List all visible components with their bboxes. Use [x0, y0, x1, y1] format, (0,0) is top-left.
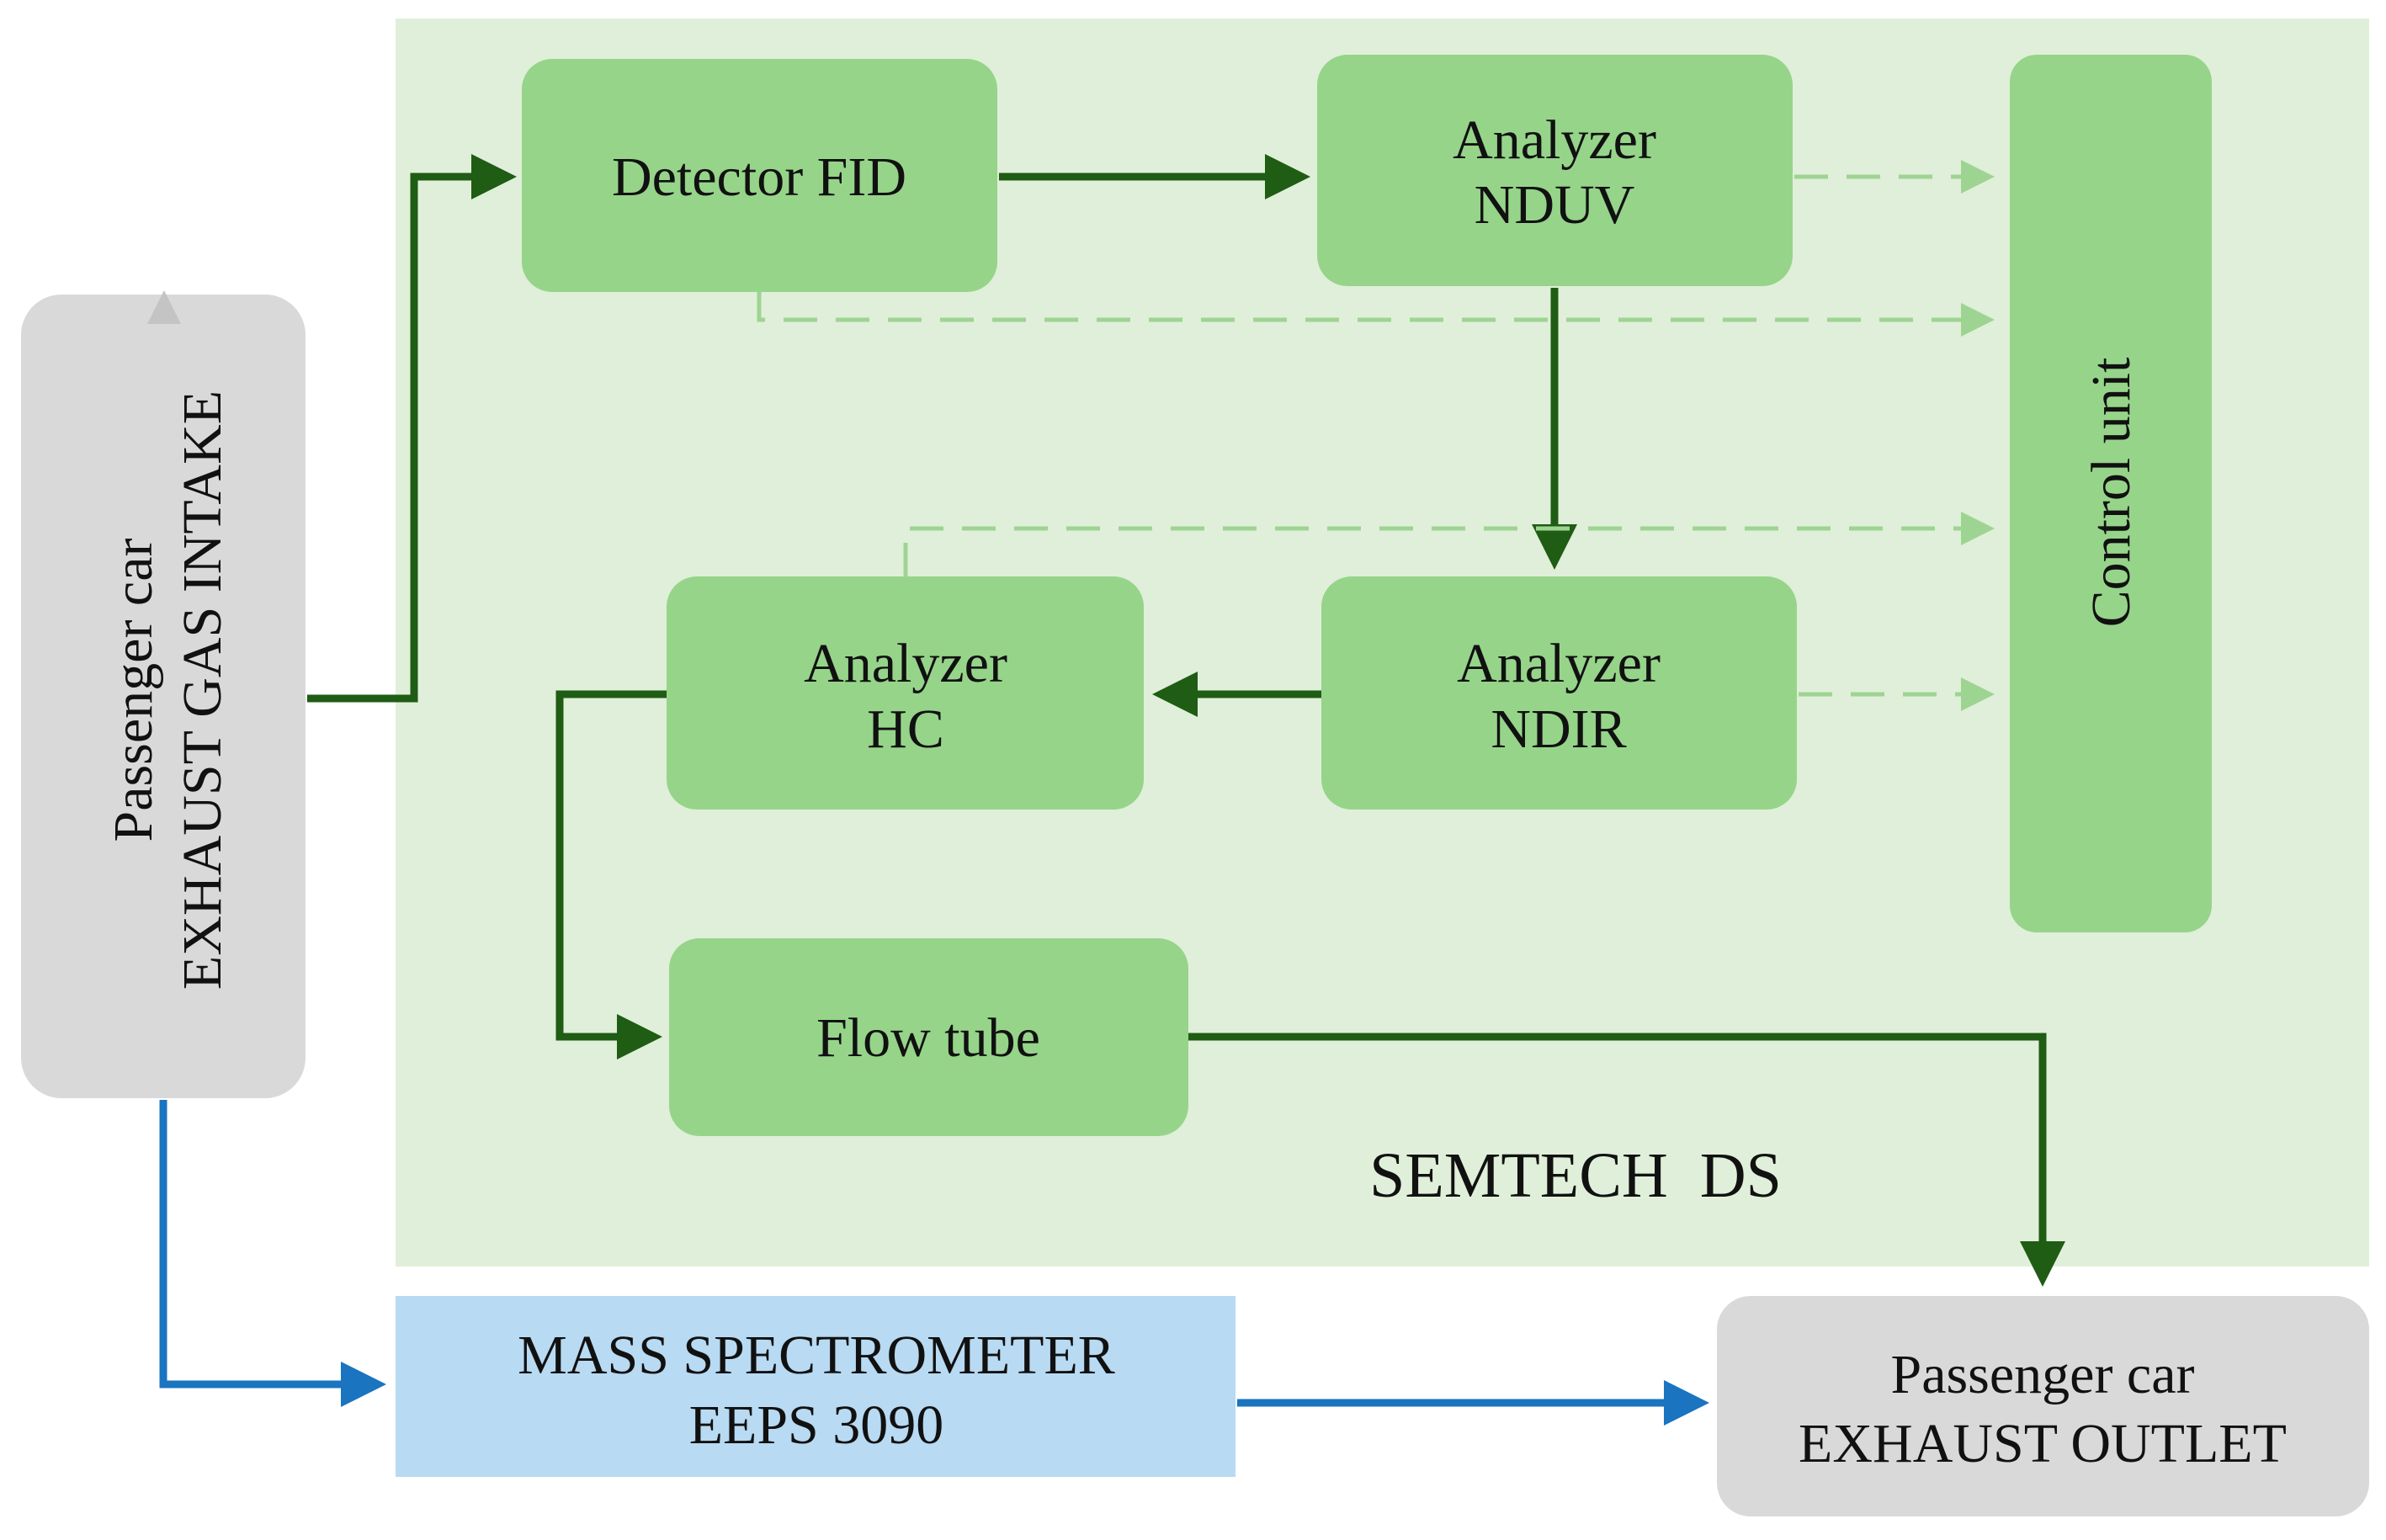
intake-up-arrow-icon — [147, 290, 181, 324]
intake-label-line2: EXHAUST GAS INTAKE — [172, 390, 233, 990]
control-unit-label: Control unit — [2080, 358, 2142, 628]
flow-tube-box[interactable] — [669, 938, 1188, 1136]
arrow-flow-tube-to-outlet — [1188, 1033, 2065, 1287]
control-unit-box[interactable] — [2010, 55, 2212, 932]
arrow-hc-to-flow-tube — [555, 690, 667, 1059]
semtech-region-label: SEMTECH DS — [1369, 1140, 1782, 1211]
analyzer-nduv-label-line2: NDUV — [1475, 174, 1635, 236]
analyzer-nduv-label-line1: Analyzer — [1453, 109, 1656, 171]
outlet-label-line2: EXHAUST OUTLET — [1799, 1413, 2287, 1474]
mass-spectrometer-label-line2: EEPS 3090 — [689, 1394, 944, 1456]
exhaust-outlet-box[interactable] — [1717, 1296, 2369, 1516]
analyzer-nduv-box[interactable] — [1317, 55, 1793, 286]
analyzer-hc-label-line1: Analyzer — [804, 633, 1007, 694]
mass-spectrometer-label-line1: MASS SPECTROMETER — [518, 1325, 1115, 1386]
intake-label-line1: Passenger car — [103, 538, 164, 842]
signal-hc-to-control — [903, 512, 1995, 576]
analyzer-hc-box[interactable] — [667, 576, 1144, 810]
arrow-intake-to-fid — [307, 154, 517, 703]
analyzer-ndir-box[interactable] — [1321, 576, 1797, 810]
signal-fid-to-control — [757, 292, 1995, 337]
detector-fid-box[interactable] — [522, 59, 997, 292]
detector-fid-label: Detector FID — [612, 146, 906, 208]
analyzer-hc-label-line2: HC — [867, 698, 944, 760]
analyzer-ndir-label-line1: Analyzer — [1457, 633, 1661, 694]
flow-tube-label: Flow tube — [816, 1007, 1040, 1069]
mass-spectrometer-box[interactable] — [396, 1296, 1236, 1477]
exhaust-intake-box[interactable] — [21, 295, 306, 1098]
analyzer-ndir-label-line2: NDIR — [1491, 698, 1626, 760]
arrow-intake-to-mass-spectrometer — [159, 1100, 386, 1407]
outlet-label-line1: Passenger car — [1890, 1344, 2194, 1405]
